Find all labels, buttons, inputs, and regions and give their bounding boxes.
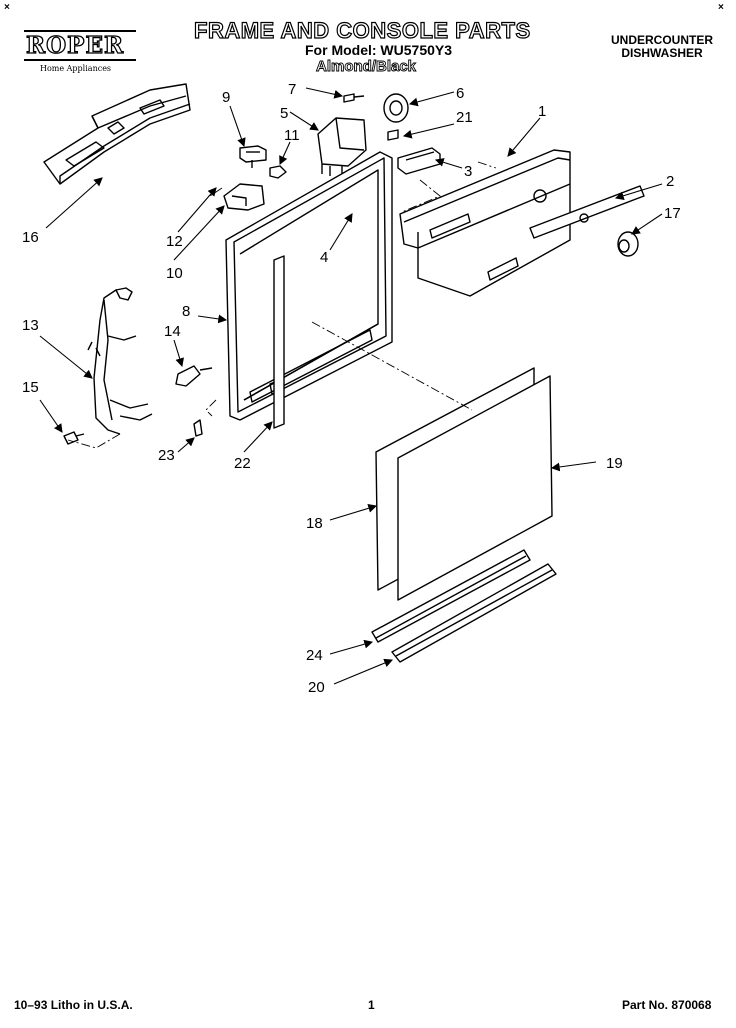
callout-23: 23 (158, 447, 175, 464)
callout-15: 15 (22, 379, 39, 396)
part-10-bracket (223, 183, 265, 211)
category-line-1: UNDERCOUNTER (611, 33, 713, 47)
part-7-screw (343, 93, 365, 103)
callout-1: 1 (538, 103, 546, 120)
callout-13: 13 (22, 317, 39, 334)
brand-name: ROPER (25, 31, 125, 59)
color-line: Almond/Black (316, 58, 417, 76)
part-14-switch (175, 365, 213, 387)
corner-mark: × (4, 2, 10, 13)
part-9-switch (239, 145, 267, 168)
part-16-console-vent (43, 83, 191, 185)
callout-12: 12 (166, 233, 183, 250)
part-17-knob (617, 231, 639, 257)
part-22-strip (273, 255, 285, 429)
callout-9: 9 (222, 89, 230, 106)
callout-14: 14 (164, 323, 181, 340)
callout-24: 24 (306, 647, 323, 664)
part-number: Part No. 870068 (622, 998, 712, 1012)
callout-16: 16 (22, 229, 39, 246)
part-23-clip (193, 419, 203, 437)
part-5-control-module (317, 117, 367, 176)
page-title: FRAME AND CONSOLE PARTS (193, 17, 531, 43)
callout-10: 10 (166, 265, 183, 282)
corner-mark: × (718, 2, 724, 13)
brand-tagline: Home Appliances (40, 64, 112, 73)
callout-17: 17 (664, 205, 681, 222)
part-15-screw (63, 431, 85, 445)
part-21-screw (387, 129, 399, 141)
model-line: For Model: WU5750Y3 (305, 42, 453, 58)
part-20-bottom-trim (391, 563, 557, 663)
part-24-trim (371, 549, 531, 643)
callout-7: 7 (288, 81, 296, 98)
product-category: UNDERCOUNTER DISHWASHER (606, 34, 718, 60)
callout-19: 19 (606, 455, 623, 472)
part-13-wire-harness (87, 287, 153, 435)
callout-5: 5 (280, 105, 288, 122)
part-6-dial (383, 93, 409, 123)
callout-22: 22 (234, 455, 251, 472)
part-11-clip (269, 165, 287, 179)
callout-20: 20 (308, 679, 325, 696)
callout-3: 3 (464, 163, 472, 180)
part-19-door-panel (397, 375, 553, 601)
callout-4: 4 (320, 249, 328, 266)
page-number: 1 (368, 998, 375, 1012)
callout-21: 21 (456, 109, 473, 126)
callout-6: 6 (456, 85, 464, 102)
callout-11: 11 (284, 127, 300, 144)
callout-2: 2 (666, 173, 674, 190)
part-3-latch (397, 147, 441, 175)
callout-18: 18 (306, 515, 323, 532)
callout-8: 8 (182, 303, 190, 320)
category-line-2: DISHWASHER (621, 46, 703, 60)
print-info: 10–93 Litho in U.S.A. (14, 998, 133, 1012)
